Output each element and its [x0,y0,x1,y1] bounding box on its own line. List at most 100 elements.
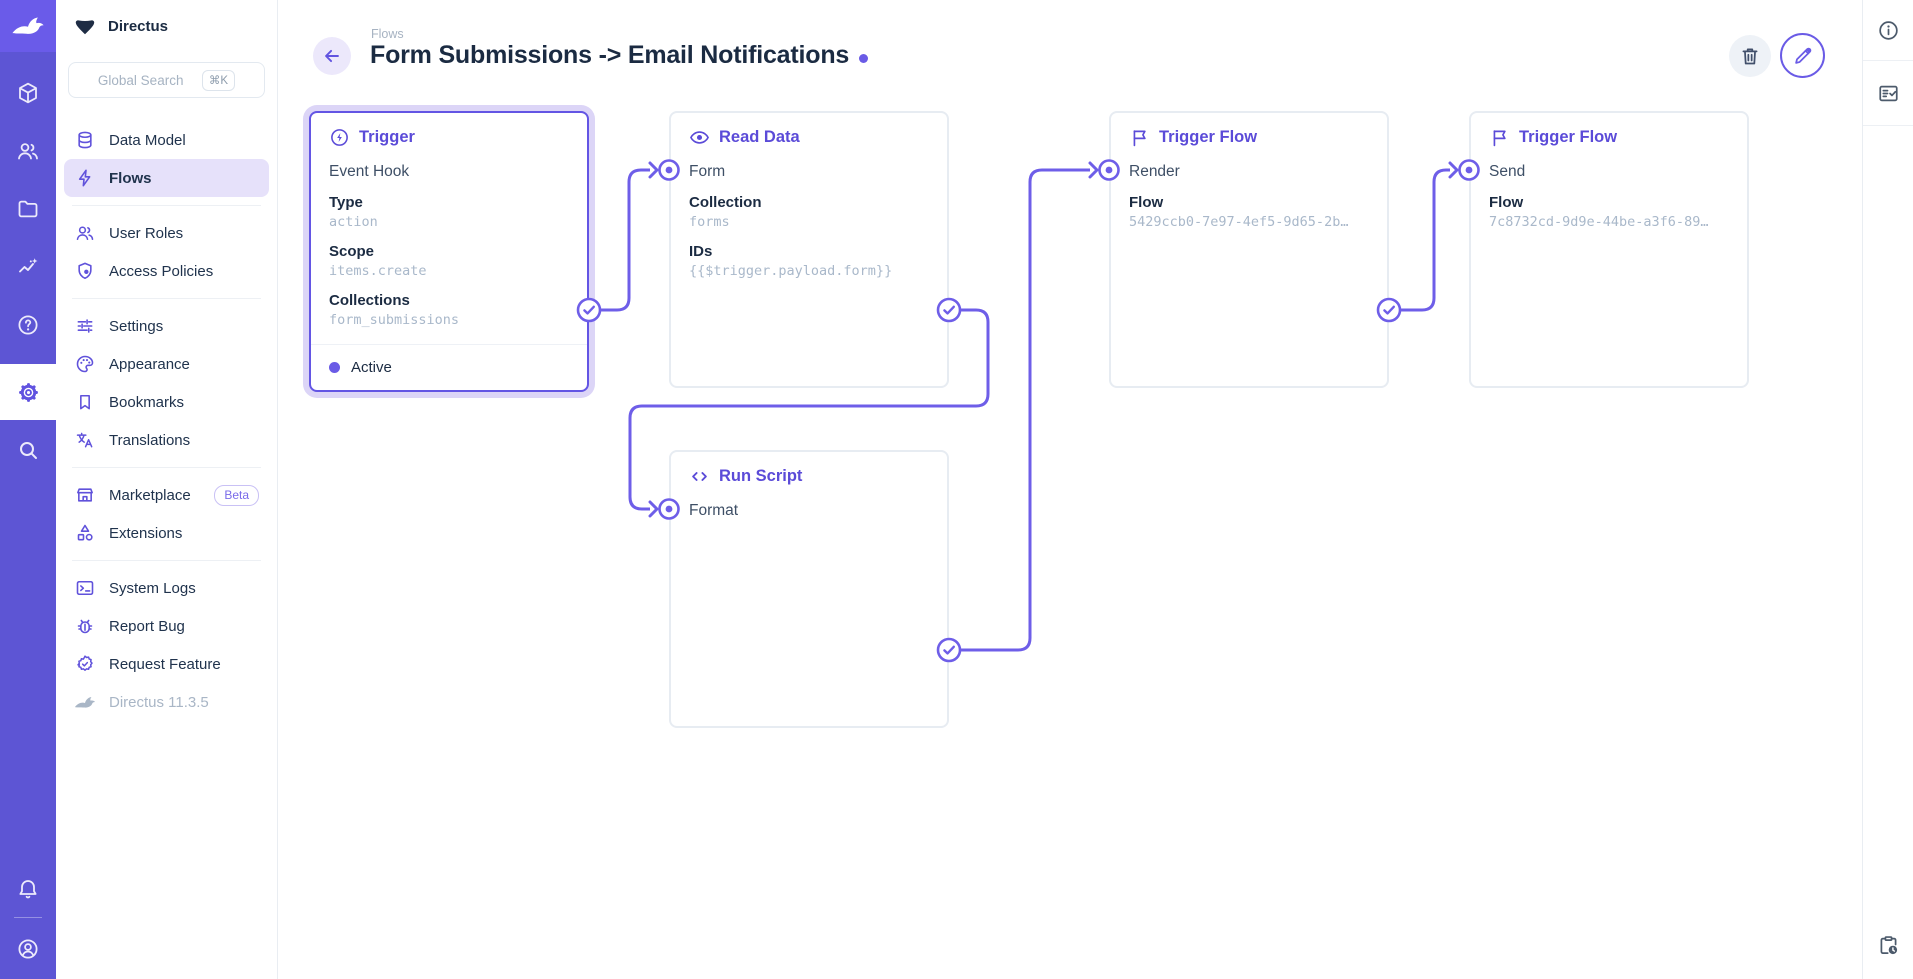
sidebar-item-label: Data Model [109,131,186,149]
field-label: Type [329,194,363,211]
feature-badge-icon [74,653,96,675]
card-subtitle: Render [1129,163,1180,180]
sidebar-item-label: Marketplace [109,486,191,504]
sidebar-item-bookmarks[interactable]: Bookmarks [64,383,269,421]
search-shortcut: ⌘K [201,69,236,91]
sidebar-item-report-bug[interactable]: Report Bug [64,607,269,645]
field-label: Scope [329,243,375,260]
sidebar-item-appearance[interactable]: Appearance [64,345,269,383]
card-header: Run Script [689,466,929,487]
card-header: Trigger [329,127,569,148]
search-icon [16,438,40,462]
sidebar-item-access-policies[interactable]: Access Policies [64,252,269,290]
sidebar-item-marketplace[interactable]: Marketplace Beta [64,476,269,514]
pencil-icon [1792,45,1814,67]
bug-icon [74,615,96,637]
global-search[interactable]: ⌘K [68,62,265,98]
module-insights-button[interactable] [0,239,56,295]
field-label: Collection [689,194,762,211]
flow-card-run-script[interactable]: Run Script Format [669,450,949,728]
module-bar-divider [14,917,42,918]
card-header: Trigger Flow [1489,127,1729,148]
right-sidebar-divider [1863,125,1913,126]
module-files-button[interactable] [0,181,56,237]
card-title: Trigger Flow [1519,128,1618,146]
insights-icon [16,255,40,279]
module-settings-button[interactable] [0,364,56,420]
sidebar-item-label: Access Policies [109,262,214,280]
sidebar-item-translations[interactable]: Translations [64,421,269,459]
breadcrumb[interactable]: Flows [371,27,404,41]
bolt-circle-icon [329,127,350,148]
version-label: Directus 11.3.5 [109,693,209,711]
account-icon [16,937,40,961]
storefront-icon [74,484,96,506]
edit-flow-button[interactable] [1780,33,1825,78]
info-panel-button[interactable] [1863,0,1913,60]
sidebar-item-label: Bookmarks [109,393,185,411]
project-logo-icon [72,15,98,37]
info-icon [1877,19,1900,42]
activity-panel-button[interactable] [1863,919,1913,971]
account-button[interactable] [0,921,56,977]
card-title: Trigger [359,128,415,146]
card-subtitle: Send [1489,163,1526,180]
right-sidebar-divider [1863,60,1913,61]
back-button[interactable] [313,37,351,75]
module-users-button[interactable] [0,123,56,179]
card-title: Run Script [719,467,803,485]
module-search-button[interactable] [0,422,56,478]
field-value: items.create [329,263,427,279]
tune-icon [74,315,96,337]
status-label: Active [351,359,392,376]
rabbit-icon [74,691,96,713]
nav-divider [72,467,261,468]
beta-badge: Beta [214,484,259,506]
sidebar-item-request-feature[interactable]: Request Feature [64,645,269,683]
notifications-button[interactable] [0,861,56,917]
field-label: Flow [1489,194,1524,211]
field-label: Collections [329,292,410,309]
delete-flow-button[interactable] [1729,35,1771,77]
sidebar-item-label: User Roles [109,224,184,242]
app-version: Directus 11.3.5 [64,683,269,721]
nav-list: Data Model Flows User Roles Access Polic… [56,121,277,721]
flag-icon [1489,127,1510,148]
help-icon [16,313,40,337]
users-icon [74,222,96,244]
nav-divider [72,205,261,206]
title-row: Form Submissions -> Email Notifications [370,41,869,70]
trash-icon [1739,45,1761,67]
nav-sidebar: Directus ⌘K Data Model Flows User Roles … [56,0,278,979]
sidebar-item-settings[interactable]: Settings [64,307,269,345]
sidebar-item-system-logs[interactable]: System Logs [64,569,269,607]
module-help-button[interactable] [0,297,56,353]
field-label: Flow [1129,194,1164,211]
project-name: Directus [108,17,169,35]
shapes-icon [74,522,96,544]
database-icon [74,129,96,151]
card-title: Trigger Flow [1159,128,1258,146]
project-row[interactable]: Directus [56,0,277,52]
sidebar-item-data-model[interactable]: Data Model [64,121,269,159]
flag-icon [1129,127,1150,148]
field-value: 7c8732cd-9d9e-44be-a3f6-89… [1489,214,1709,230]
sidebar-item-label: Extensions [109,524,183,542]
flow-card-trigger-flow-send[interactable]: Trigger Flow Send Flow 7c8732cd-9d9e-44be… [1469,111,1749,388]
arrow-left-icon [321,45,343,67]
revisions-panel-button[interactable] [1863,61,1913,125]
sidebar-item-user-roles[interactable]: User Roles [64,214,269,252]
card-subtitle: Form [689,163,726,180]
directus-logo[interactable] [0,0,56,52]
field-value: forms [689,214,730,230]
card-header: Trigger Flow [1129,127,1369,148]
sidebar-item-flows[interactable]: Flows [64,159,269,197]
sidebar-item-extensions[interactable]: Extensions [64,514,269,552]
module-content-button[interactable] [0,65,56,121]
search-input[interactable] [97,72,194,88]
nav-divider [72,560,261,561]
